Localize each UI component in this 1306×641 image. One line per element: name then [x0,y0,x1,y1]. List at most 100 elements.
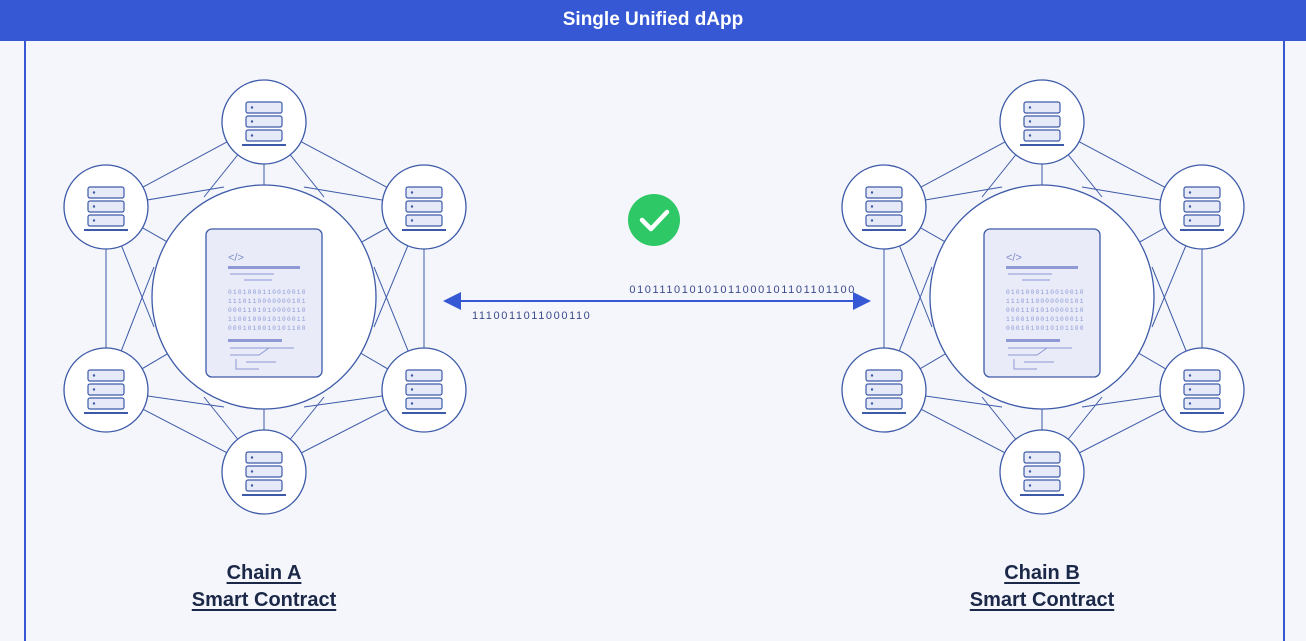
server-led [92,219,96,222]
server-led [1188,205,1192,208]
server-led [1028,134,1032,137]
server-led [250,470,254,473]
doc-line [1013,359,1037,370]
chain-b-network: </>0101000110010010111011000000010100011… [841,79,1245,515]
server-led [1188,191,1192,194]
server-led [870,205,874,208]
validator-node [381,347,467,433]
server-unit [245,451,283,464]
server-led [1028,456,1032,459]
server-led [870,388,874,391]
code-symbol: </> [228,252,244,264]
server-unit [1023,465,1061,478]
server-unit [865,397,903,410]
server-led [92,205,96,208]
server-led [870,402,874,405]
server-led [250,106,254,109]
server-led [92,374,96,377]
arrow-head-left-icon [443,292,461,310]
server-unit [405,214,443,227]
doc-bit-row: 0101000110010010 [228,289,307,296]
server-unit [245,129,283,142]
doc-line [230,347,270,356]
server-led [1188,219,1192,222]
chain-a-network: </>0101000110010010111011000000010100011… [63,79,467,515]
server-led [1028,106,1032,109]
server-unit [87,214,125,227]
doc-bit-row: 1110110000000101 [1006,298,1085,305]
server-led [1028,120,1032,123]
server-unit [87,369,125,382]
chain-b-subtitle: Smart Contract [969,589,1115,611]
server-unit [87,200,125,213]
server-unit [405,369,443,382]
doc-line [1008,347,1048,356]
server-unit [1183,214,1221,227]
server-unit [1023,451,1061,464]
doc-bar [1006,339,1060,342]
validator-node [63,347,149,433]
server-led [250,456,254,459]
validator-node [1159,164,1245,250]
server-led [870,219,874,222]
server-led [410,219,414,222]
server-unit [1023,479,1061,492]
chain-a-name: Chain A [226,562,302,584]
doc-bit-row: 1100100010100011 [228,316,307,323]
server-led [1028,484,1032,487]
server-led [410,191,414,194]
server-led [410,402,414,405]
doc-bit-row: 0001101010000110 [1006,307,1085,314]
validator-node [841,347,927,433]
server-unit [245,465,283,478]
chain-b-name: Chain B [1004,562,1080,584]
validator-node [221,429,307,515]
server-unit [405,200,443,213]
validator-node [1159,347,1245,433]
server-led [410,374,414,377]
server-unit [405,186,443,199]
validator-node [221,79,307,165]
diagram-title: Single Unified dApp [0,0,1306,41]
server-unit [1183,200,1221,213]
server-unit [405,383,443,396]
server-led [1188,374,1192,377]
doc-bar [1006,266,1078,269]
doc-bit-row: 0001010010101100 [228,325,307,332]
doc-bit-row: 0001010010101100 [1006,325,1085,332]
doc-line [235,359,259,370]
doc-bit-row: 0001101010000110 [228,307,307,314]
code-symbol: </> [1006,252,1022,264]
server-unit [87,186,125,199]
server-led [1188,402,1192,405]
chain-b-label: Chain B Smart Contract [892,560,1192,614]
validator-node [999,429,1085,515]
server-unit [1183,383,1221,396]
server-led [1028,470,1032,473]
validator-node [63,164,149,250]
server-led [1188,388,1192,391]
validator-node [841,164,927,250]
server-unit [405,397,443,410]
server-unit [245,479,283,492]
server-unit [1183,369,1221,382]
server-unit [87,397,125,410]
server-unit [865,383,903,396]
check-mark-icon [639,209,670,232]
server-unit [865,369,903,382]
doc-bar [228,339,282,342]
server-unit [1023,115,1061,128]
panel-frame [24,41,1285,641]
arrow-head-right-icon [853,292,871,310]
server-led [92,191,96,194]
doc-bar [228,266,300,269]
check-circle-icon [628,194,680,246]
server-led [92,388,96,391]
server-unit [87,383,125,396]
doc-bit-row: 1100100010100011 [1006,316,1085,323]
server-led [870,374,874,377]
server-unit [865,214,903,227]
server-unit [245,115,283,128]
server-led [410,388,414,391]
